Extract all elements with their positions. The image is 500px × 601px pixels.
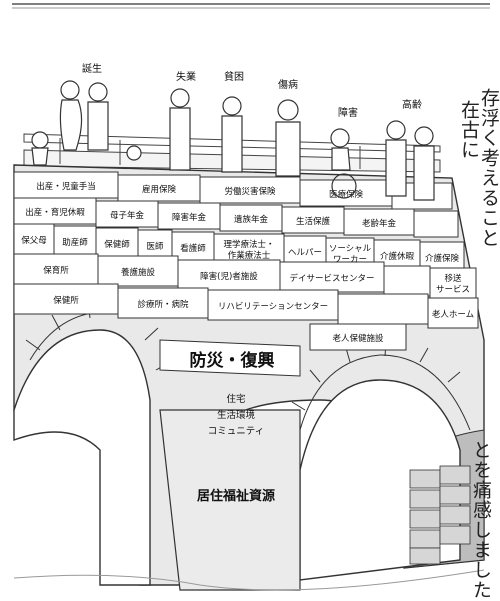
side-char-12: を	[470, 460, 492, 480]
deck-title: 防災・復興	[190, 350, 275, 371]
brick-transport-2: サービス	[436, 285, 470, 295]
brick-elderly-health-facility: 老人保健施設	[332, 333, 384, 344]
side-char-16: ま	[470, 540, 492, 560]
side-char-4: に	[458, 140, 480, 160]
brick-grid	[13, 171, 479, 377]
label-unemployment: 失業	[176, 70, 196, 83]
brick-therapist-1: 理学療法士・	[223, 239, 274, 250]
pillar-environment: 生活環境	[217, 409, 256, 421]
side-char-10: こと	[478, 208, 500, 248]
pillar-housing: 住宅	[226, 393, 245, 405]
side-char-15: し	[470, 520, 492, 540]
ground-line	[13, 569, 485, 591]
pillar-community: コミュニティ	[208, 426, 264, 437]
pillar-resource-title: 居住福祉資源	[197, 488, 275, 504]
brick-childcare-leave: 出産・育児休暇	[25, 207, 85, 218]
side-char-11: と	[470, 440, 492, 460]
brick-mother-child-pension: 母子年金	[110, 210, 145, 221]
brick-employment-insurance: 雇用保険	[142, 184, 177, 195]
side-char-1: 存	[478, 88, 500, 108]
side-char-2: 在	[458, 100, 480, 120]
side-char-13: 痛	[470, 480, 492, 500]
side-char-6: く	[478, 128, 500, 148]
brick-child-allowance: 出産・児童手当	[36, 181, 96, 192]
brick-transport-1: 移送	[444, 273, 462, 284]
side-char-8: え	[478, 168, 500, 188]
brick-nursery: 保育所	[43, 265, 69, 276]
label-old-age: 高齢	[402, 98, 422, 111]
side-char-9: る	[478, 188, 500, 208]
brick-disability-pension: 障害年金	[172, 212, 207, 223]
side-char-18: た	[470, 580, 492, 600]
brick-clinic: 診療所・病院	[137, 299, 189, 310]
brick-survivor-pension: 遺族年金	[234, 214, 269, 225]
brick-doctor: 医師	[146, 241, 164, 252]
brick-health-center: 保健所	[53, 295, 79, 306]
brick-social-1: ソーシャル	[329, 244, 372, 254]
brick-labels: 出産・児童手当 雇用保険 労働災害保険 医療保険 出産・育児休暇 母子年金 障害…	[21, 181, 474, 344]
brick-day-service: デイサービスセンター	[289, 273, 374, 284]
side-text-col-c: とを痛感しました	[470, 440, 492, 600]
brick-old-age-pension: 老齢年金	[362, 218, 397, 229]
people-labels: 誕生 失業 貧困 傷病 障害 高齢	[82, 62, 422, 119]
brick-therapist-2: 作業療法士	[228, 250, 271, 261]
brick-care-insurance: 介護保険	[425, 253, 460, 264]
brick-nurse: 看護師	[180, 243, 206, 254]
side-text-col-b: 在古に	[458, 100, 480, 180]
side-char-3: 古	[458, 120, 480, 140]
brick-midwife: 助産師	[62, 237, 88, 248]
side-char-14: 感	[470, 500, 492, 520]
label-birth: 誕生	[82, 62, 102, 75]
brick-nursery-teacher: 保父母	[21, 235, 47, 246]
label-disability: 障害	[338, 106, 358, 119]
side-char-5: 浮	[478, 108, 500, 128]
side-text-col-a: 存浮く考えること	[478, 88, 500, 288]
label-poverty: 貧困	[224, 70, 244, 83]
brick-helper: ヘルパー	[288, 248, 322, 258]
brick-medical-insurance: 医療保険	[329, 189, 364, 200]
people-figures	[31, 80, 435, 201]
brick-welfare: 生活保護	[296, 216, 331, 227]
label-injury: 傷病	[278, 78, 298, 91]
side-char-7: 考	[478, 148, 500, 168]
brick-care-facility: 養護施設	[121, 267, 156, 278]
brick-health-nurse: 保健師	[104, 239, 130, 250]
brick-workers-comp: 労働災害保険	[224, 186, 276, 197]
brick-care-leave: 介護休暇	[380, 251, 415, 262]
brick-disabled-facility: 障害(児)者施設	[200, 271, 258, 282]
brick-nursing-home: 老人ホーム	[432, 309, 474, 320]
side-char-17: し	[470, 560, 492, 580]
brick-rehab-center: リハビリテーションセンター	[218, 302, 328, 312]
brick-social-2: ワーカー	[333, 255, 367, 265]
